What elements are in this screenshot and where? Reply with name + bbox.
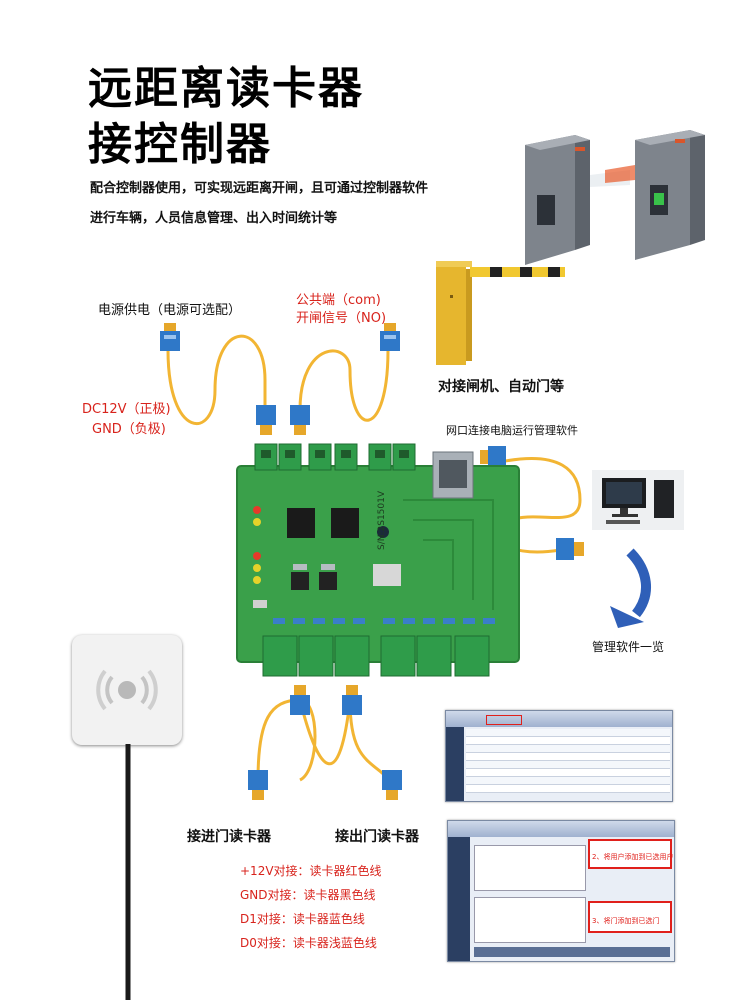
curved-arrow-icon (610, 548, 651, 628)
page-title-line2: 接控制器 (88, 119, 272, 170)
button-bar (474, 947, 670, 957)
wiring-line-gnd: GND对接：读卡器黑色线 (240, 888, 376, 902)
software-screenshot-assign: 2、将用户添加到已选用户 3、将门添加到已选门 (447, 820, 675, 962)
board-serial: S/N:2S1501V (377, 490, 387, 550)
turnstile-gate-icon (525, 130, 705, 265)
wiring-line-d1: D1对接：读卡器蓝色线 (240, 912, 365, 926)
screenshot2-toolbar (448, 821, 674, 837)
screenshot-sidebar (446, 727, 464, 801)
network-label: 网口连接电脑运行管理软件 (446, 424, 578, 437)
connector-power-top (160, 323, 180, 351)
wiring-line-12v: +12V对接：读卡器红色线 (240, 864, 382, 878)
page-title-line1: 远距离读卡器 (88, 63, 364, 114)
software-overview-label: 管理软件一览 (592, 640, 665, 654)
power-supply-label: 电源供电（电源可选配） (98, 303, 242, 318)
description-line2: 进行车辆，人员信息管理、出入时间统计等 (90, 211, 338, 226)
gate-connect-label: 对接闸机、自动门等 (438, 379, 564, 395)
connector-network-board (480, 446, 506, 468)
open-signal-label: 开闸信号（NO) (296, 311, 387, 326)
dc12v-label: DC12V（正极) (82, 402, 171, 417)
highlight-box (486, 715, 522, 725)
user-list-panel (474, 845, 586, 891)
exit-reader-label: 接出门读卡器 (335, 829, 419, 845)
connector-entry-board (290, 685, 310, 715)
selected-doors-box: 3、将门添加到已选门 (588, 901, 672, 933)
description-line1: 配合控制器使用，可实现远距离开闸，且可通过控制器软件 (90, 181, 429, 196)
connector-entry-reader (248, 770, 268, 800)
parking-barrier-icon (436, 261, 565, 365)
screenshot-table (466, 729, 670, 799)
connector-network-pc (556, 538, 584, 560)
door-list-panel (474, 897, 586, 943)
reader-cable (125, 744, 131, 1000)
step3-text: 3、将门添加到已选门 (592, 917, 660, 925)
connector-power-board (256, 405, 276, 435)
selected-users-box: 2、将用户添加到已选用户 (588, 839, 674, 869)
connector-signal-top (380, 323, 400, 351)
connector-exit-board (342, 685, 362, 715)
screenshot2-sidebar (448, 837, 470, 961)
software-screenshot-list (445, 710, 673, 802)
connector-signal-board (290, 405, 310, 435)
controller-board (236, 443, 520, 677)
gnd-label: GND（负极) (92, 422, 166, 437)
screenshot-toolbar (446, 711, 672, 727)
entry-reader-label: 接进门读卡器 (187, 829, 271, 845)
desktop-computer-icon (592, 470, 684, 530)
com-terminal-label: 公共端（com) (296, 293, 381, 308)
connector-exit-reader (382, 770, 402, 800)
step2-text: 2、将用户添加到已选用户 (592, 853, 674, 861)
wiring-line-d0: D0对接：读卡器浅蓝色线 (240, 936, 377, 950)
rfid-reader-icon (72, 635, 182, 745)
